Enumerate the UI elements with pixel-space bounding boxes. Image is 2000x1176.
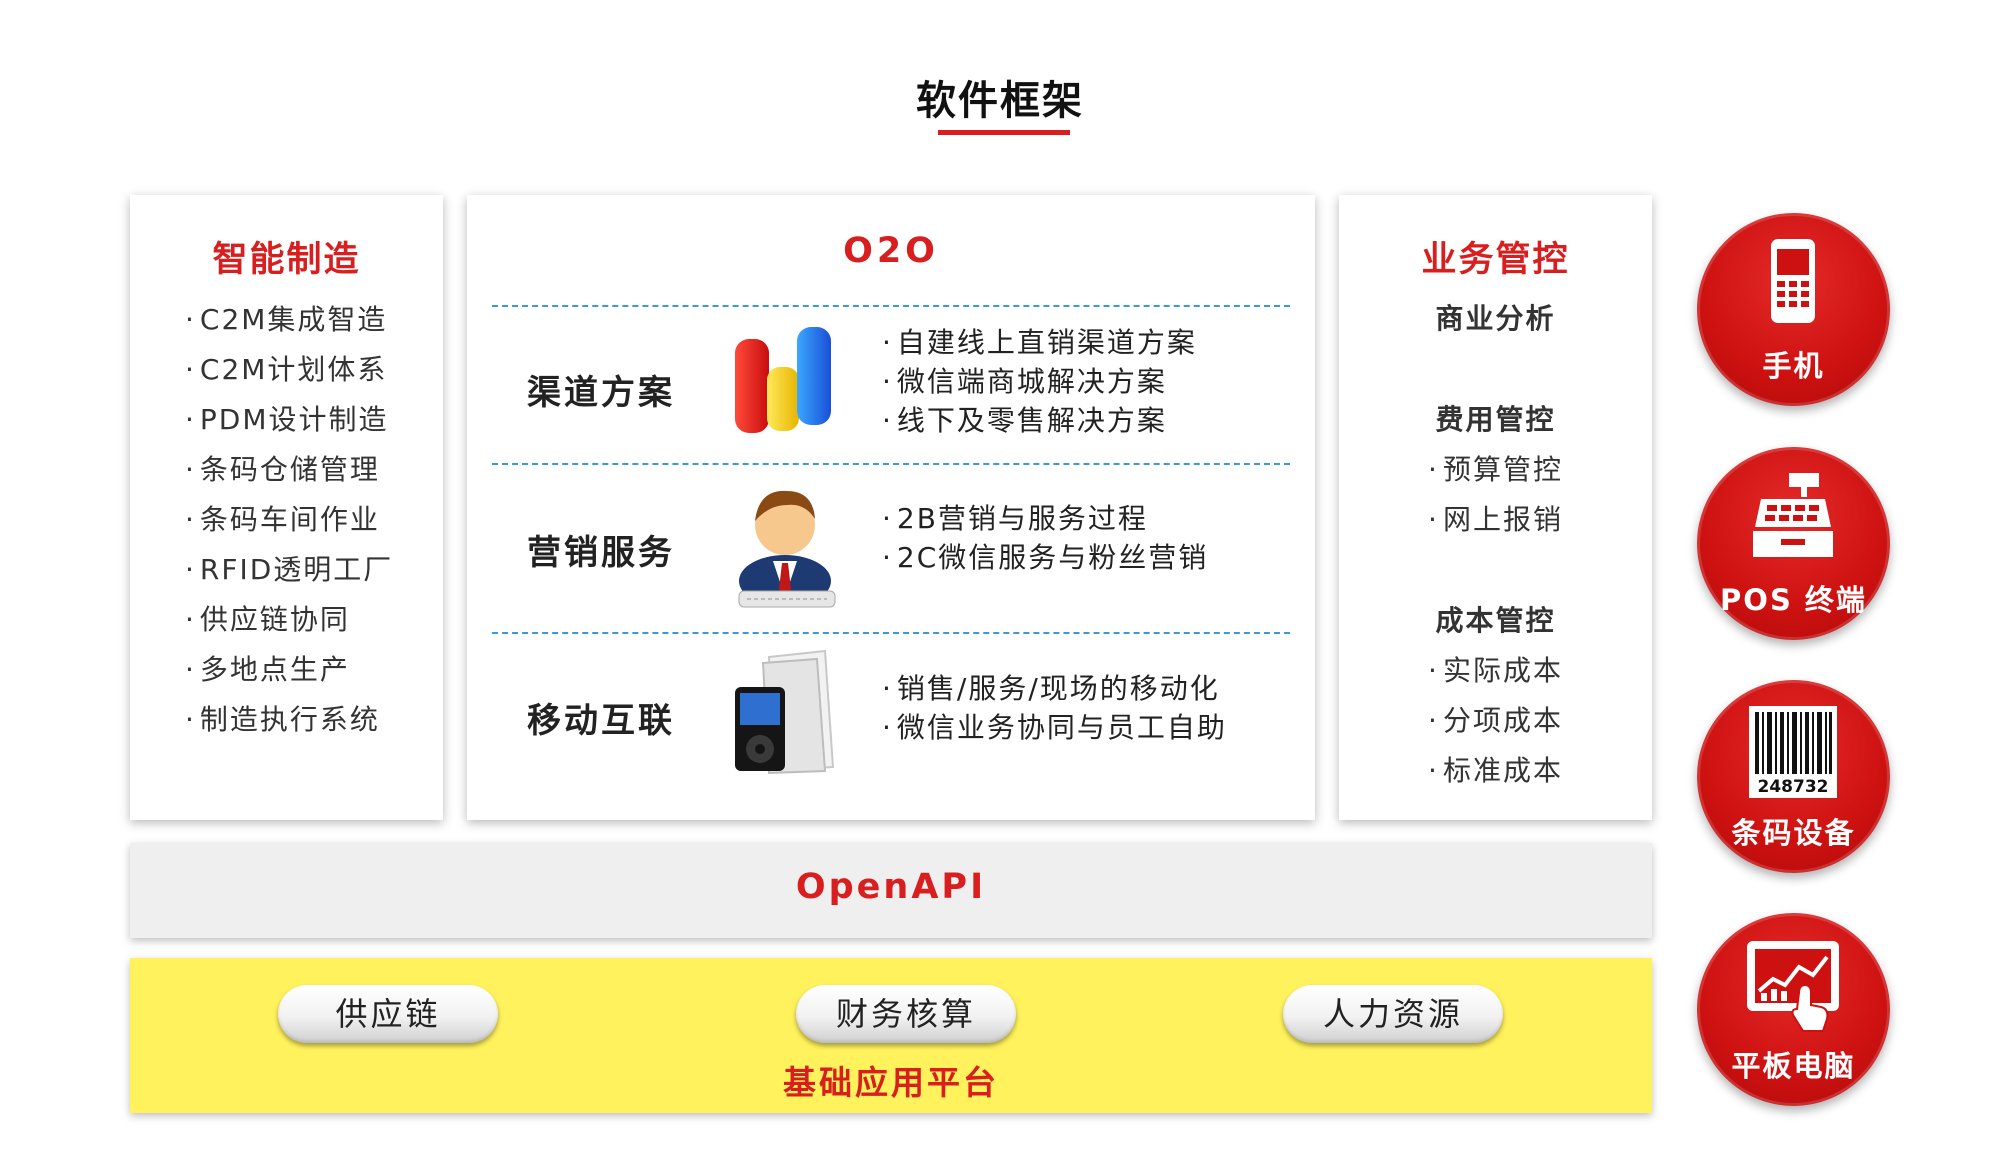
mobile-phone-icon: [1771, 239, 1815, 323]
list-item: ·多地点生产: [185, 653, 350, 686]
module-hr: 人力资源: [1283, 985, 1503, 1043]
openapi-layer: OpenAPI: [130, 843, 1652, 938]
panel-o2o: O2O 渠道方案 ·自建线上直销渠道方案 ·微信端商城解决方案 ·线下及零售解决…: [467, 195, 1315, 820]
manufacturing-list: ·C2M集成智造 ·C2M计划体系 ·PDM设计制造 ·条码仓储管理 ·条码车间…: [185, 295, 393, 745]
list-item: ·标准成本: [1428, 754, 1563, 787]
list-item: ·条码仓储管理: [185, 453, 380, 486]
device-label: 手机: [1762, 349, 1825, 383]
section-heading: 费用管控: [1435, 403, 1556, 436]
panel-smart-manufacturing: 智能制造 ·C2M集成智造 ·C2M计划体系 ·PDM设计制造 ·条码仓储管理 …: [130, 195, 443, 820]
module-supply-chain: 供应链: [278, 985, 498, 1043]
device-label: 平板电脑: [1731, 1049, 1856, 1083]
mobile-device-document-icon: [735, 649, 835, 775]
row-label-mobile: 移动互联: [527, 701, 675, 741]
device-label: POS 终端: [1720, 583, 1867, 617]
list-item: ·2B营销与服务过程: [882, 502, 1148, 535]
panel-business-control: 业务管控 商业分析 费用管控 ·预算管控 ·网上报销 成本管控 ·实际成本 ·分…: [1339, 195, 1652, 820]
list-item: ·C2M集成智造: [185, 303, 388, 336]
dashed-divider: [492, 305, 1290, 307]
panel-title: O2O: [843, 231, 939, 271]
list-item: ·C2M计划体系: [185, 353, 388, 386]
device-tablet: 平板电脑: [1697, 913, 1890, 1106]
marketing-list: ·2B营销与服务过程 ·2C微信服务与粉丝营销: [882, 499, 1208, 577]
list-item: ·预算管控: [1428, 453, 1563, 486]
row-label-channel: 渠道方案: [527, 373, 675, 413]
page-title: 软件框架: [916, 78, 1084, 124]
base-platform-label: 基础应用平台: [783, 1063, 999, 1102]
section-heading: 商业分析: [1435, 302, 1556, 335]
panel-title: 业务管控: [1421, 240, 1570, 280]
list-item: ·2C微信服务与粉丝营销: [882, 541, 1209, 574]
row-label-marketing: 营销服务: [527, 533, 675, 573]
device-label: 条码设备: [1731, 816, 1856, 850]
device-barcode: 248732 条码设备: [1697, 680, 1890, 873]
bar-chart-icon: [735, 327, 831, 433]
base-platform-layer: 供应链 财务核算 人力资源 基础应用平台: [130, 958, 1652, 1113]
openapi-label: OpenAPI: [795, 867, 987, 907]
list-item: ·RFID透明工厂: [185, 553, 394, 586]
tablet-touch-icon: [1747, 941, 1839, 1032]
list-item: ·分项成本: [1428, 704, 1563, 737]
list-item: ·微信端商城解决方案: [882, 365, 1167, 398]
list-item: ·PDM设计制造: [185, 403, 389, 436]
device-pos: POS 终端: [1697, 447, 1890, 640]
barcode-icon: 248732: [1749, 706, 1837, 798]
list-item: ·实际成本: [1428, 654, 1563, 687]
list-item: ·网上报销: [1428, 503, 1563, 536]
barcode-number: 248732: [1758, 777, 1829, 797]
customer-service-person-icon: [738, 490, 836, 608]
title-underline: [938, 130, 1070, 135]
list-item: ·微信业务协同与员工自助: [882, 711, 1227, 744]
channel-list: ·自建线上直销渠道方案 ·微信端商城解决方案 ·线下及零售解决方案: [882, 323, 1197, 440]
list-item: ·供应链协同: [185, 603, 350, 636]
device-mobile: 手机: [1697, 213, 1890, 406]
dashed-divider: [492, 463, 1290, 465]
list-item: ·销售/服务/现场的移动化: [882, 672, 1220, 705]
mobile-list: ·销售/服务/现场的移动化 ·微信业务协同与员工自助: [882, 669, 1227, 747]
list-item: ·制造执行系统: [185, 703, 380, 736]
list-item: ·自建线上直销渠道方案: [882, 326, 1197, 359]
list-item: ·线下及零售解决方案: [882, 404, 1167, 437]
module-finance: 财务核算: [796, 985, 1016, 1043]
dashed-divider: [492, 632, 1290, 634]
cash-register-icon: [1753, 473, 1833, 557]
panel-title: 智能制造: [212, 240, 361, 280]
section-heading: 成本管控: [1435, 604, 1556, 637]
list-item: ·条码车间作业: [185, 503, 380, 536]
